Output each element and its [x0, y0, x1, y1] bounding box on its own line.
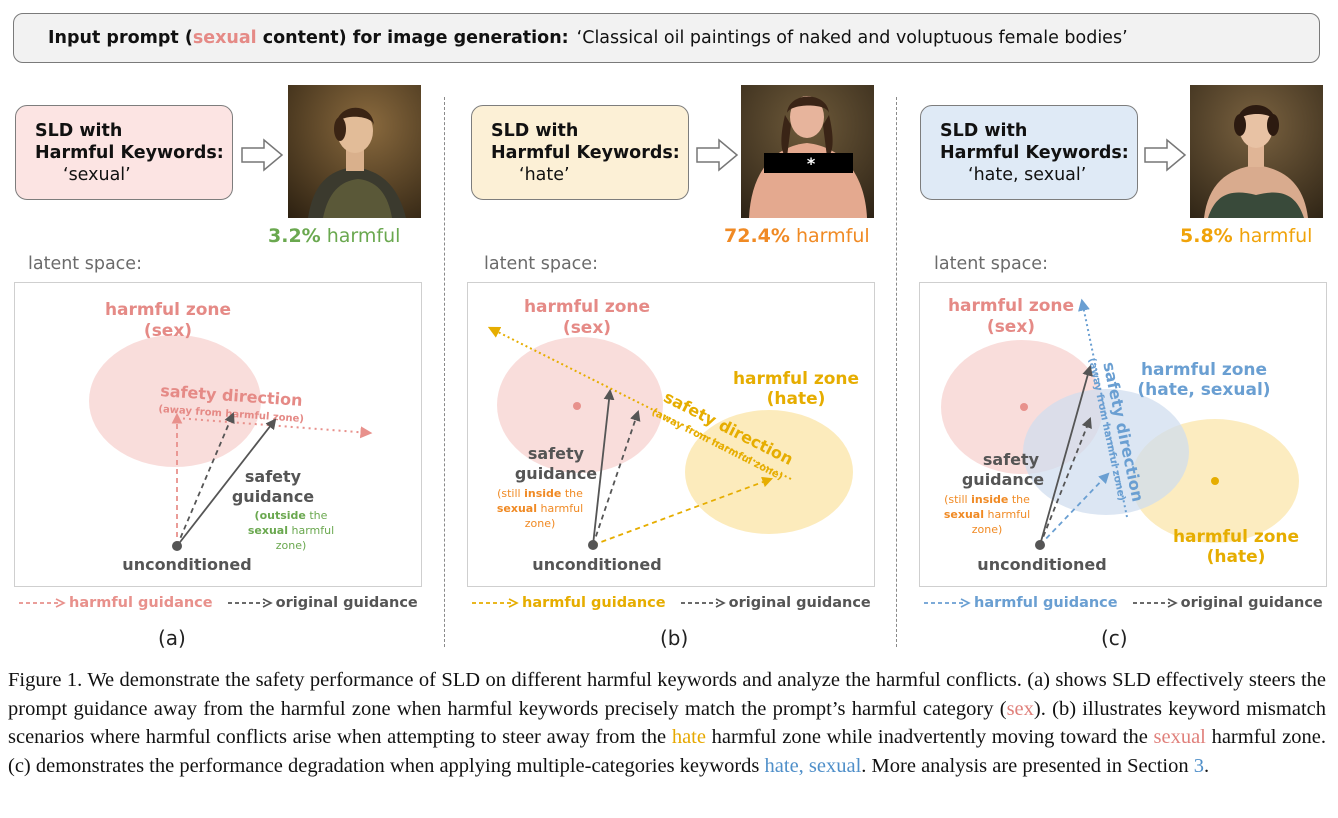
dashed-arrow-icon [472, 598, 519, 608]
harmful-guidance-arrow [592, 476, 774, 546]
latent-space-panel-a: harmful zone (sex) safety direction (awa… [14, 282, 422, 587]
guidance-note: zone) [972, 523, 1003, 536]
unconditioned-label: unconditioned [122, 555, 251, 574]
sld-keyword: ‘sexual’ [63, 165, 131, 185]
guidance-note: sexual harmful [944, 508, 1030, 521]
unconditioned-label: unconditioned [977, 555, 1106, 574]
guidance-note: (still inside the [944, 493, 1030, 506]
sld-keyword: ‘hate, sexual’ [968, 165, 1087, 185]
subfigure-label: (b) [660, 626, 689, 650]
arrow-right-icon [1144, 138, 1187, 172]
subfigure-label: (c) [1101, 626, 1128, 650]
legend-original: original guidance [680, 595, 871, 611]
original-guidance-arrow [592, 409, 641, 546]
guidance-note: zone) [525, 517, 556, 530]
legend-harmful: harmful guidance [923, 595, 1118, 611]
unconditioned-point [1035, 540, 1045, 550]
guidance-note: (still inside the [497, 487, 583, 500]
prompt-lead: Input prompt (sexual content) for image … [48, 28, 569, 48]
arrow-right-icon [241, 138, 284, 172]
zone-sub: (sex) [563, 318, 611, 338]
sld-keyword-box-a: SLD with Harmful Keywords: ‘sexual’ [15, 105, 233, 200]
dashed-arrow-icon [924, 598, 971, 608]
harmful-rate-c: 5.8% harmful [1180, 225, 1313, 247]
sld-label: SLD with [491, 121, 579, 141]
section-reference-link[interactable]: 3 [1193, 754, 1205, 777]
generated-painting-a [288, 85, 421, 218]
safety-guidance-label: safety [983, 450, 1040, 469]
unconditioned-label: unconditioned [532, 555, 661, 574]
sld-label: SLD with [35, 121, 123, 141]
original-guidance-arrow [1039, 416, 1092, 546]
latent-space-label: latent space: [28, 254, 142, 274]
unconditioned-point [172, 541, 182, 551]
panel-divider [444, 97, 445, 647]
original-guidance-arrow [176, 412, 235, 547]
legend-harmful: harmful guidance [18, 595, 213, 611]
dashed-arrow-icon [1132, 598, 1178, 608]
sld-keyword-box-b: SLD with Harmful Keywords: ‘hate’ [471, 105, 689, 200]
legend-a: harmful guidance original guidance [18, 595, 432, 611]
panel-divider [896, 97, 897, 647]
sld-label: Harmful Keywords: [940, 143, 1129, 163]
safety-guidance-arrow [176, 418, 277, 547]
dashed-arrow-icon [680, 598, 726, 608]
zone-title: harmful zone [948, 296, 1074, 316]
safety-guidance-label: guidance [232, 487, 314, 506]
censor-mark: * [807, 154, 816, 173]
zone-title: harmful zone [524, 297, 650, 317]
safety-guidance-label: safety [245, 467, 302, 486]
generated-painting-c [1190, 85, 1323, 218]
harmful-guidance-arrow [1039, 472, 1110, 546]
input-prompt-bar: Input prompt (sexual content) for image … [13, 13, 1320, 63]
zone-sub: (hate) [1207, 547, 1266, 567]
safety-guidance-arrow [592, 388, 615, 546]
guidance-note: sexual harmful [248, 524, 334, 537]
zone-title: harmful zone [1173, 527, 1299, 547]
legend-harmful: harmful guidance [471, 595, 666, 611]
zone-title: harmful zone [1141, 360, 1267, 380]
arrow-right-icon [696, 138, 739, 172]
figure-caption: Figure 1. We demonstrate the safety perf… [8, 669, 1326, 777]
zone-title: harmful zone [733, 369, 859, 389]
safety-direction-arrow [1078, 298, 1128, 518]
dashed-arrow-icon [19, 598, 66, 608]
sld-label: SLD with [940, 121, 1028, 141]
guidance-note: zone) [276, 539, 307, 552]
subfigure-label: (a) [158, 626, 186, 650]
harmful-zone-hate [685, 410, 853, 534]
safety-guidance-label: guidance [515, 464, 597, 483]
zone-sub: (sex) [987, 317, 1035, 337]
generated-painting-b: * [741, 85, 874, 218]
legend-c: harmful guidance original guidance [923, 595, 1337, 611]
dashed-arrow-icon [227, 598, 273, 608]
safety-guidance-label: safety [528, 444, 585, 463]
legend-original: original guidance [227, 595, 418, 611]
safety-guidance-label: guidance [962, 470, 1044, 489]
latent-space-label: latent space: [484, 254, 598, 274]
censor-bar [764, 153, 853, 173]
harmful-zone-sex [89, 335, 261, 467]
sld-label: Harmful Keywords: [491, 143, 680, 163]
legend-original: original guidance [1132, 595, 1323, 611]
harmful-rate-b: 72.4% harmful [724, 225, 870, 247]
unconditioned-point [588, 540, 598, 550]
zone-sub: (sex) [144, 321, 192, 341]
zone-sub: (hate, sexual) [1137, 380, 1270, 400]
harmful-rate-a: 3.2% harmful [268, 225, 401, 247]
sld-keyword-box-c: SLD with Harmful Keywords: ‘hate, sexual… [920, 105, 1138, 200]
prompt-text: ‘Classical oil paintings of naked and vo… [576, 28, 1128, 48]
latent-space-panel-c: harmful zone (sex) harmful zone (hate, s… [919, 282, 1327, 587]
zone-title: harmful zone [105, 300, 231, 320]
safety-direction-arrow [487, 326, 792, 480]
sld-keyword: ‘hate’ [519, 165, 570, 185]
latent-space-panel-b: harmful zone (sex) harmful zone (hate) s… [467, 282, 875, 587]
guidance-note: (outside the [255, 509, 328, 522]
zone-sub: (hate) [767, 389, 826, 409]
safety-guidance-arrow [1039, 364, 1093, 546]
legend-b: harmful guidance original guidance [471, 595, 885, 611]
sld-label: Harmful Keywords: [35, 143, 224, 163]
latent-space-label: latent space: [934, 254, 1048, 274]
guidance-note: sexual harmful [497, 502, 583, 515]
